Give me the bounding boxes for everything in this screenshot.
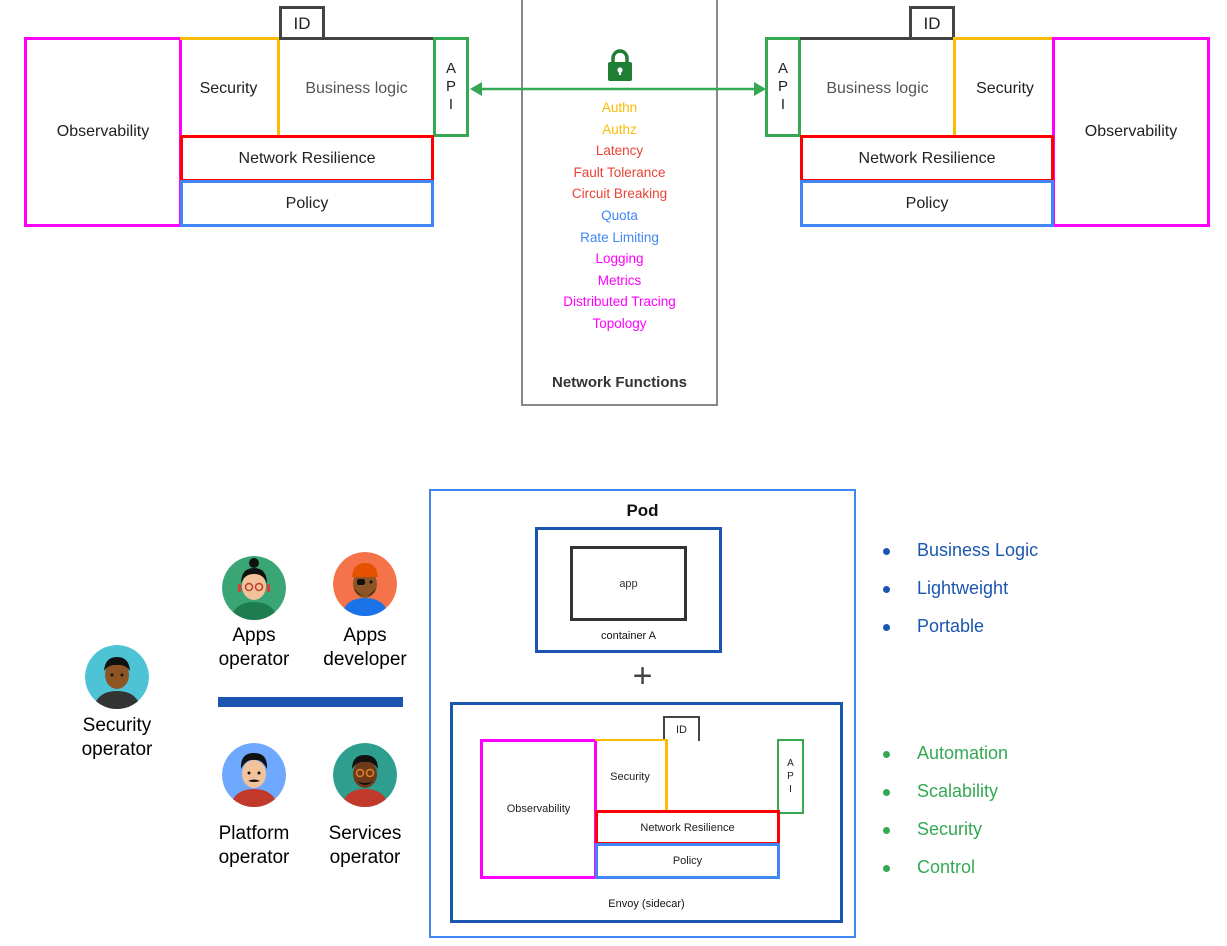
- network-functions-title: Network Functions: [551, 374, 687, 391]
- nf-item-authn: Authn: [601, 100, 638, 115]
- left-observability-box: Observability: [24, 37, 182, 227]
- right-observability-box: Observability: [1052, 37, 1210, 227]
- left-business-logic-box: Business logic: [279, 37, 434, 137]
- right-id-tag: ID: [909, 6, 955, 38]
- sidecar-security-box: Security: [595, 739, 668, 812]
- left-policy-box: Policy: [180, 180, 434, 227]
- left-security-box: Security: [180, 37, 280, 137]
- right-security-box: Security: [953, 37, 1054, 137]
- pod-box: Pod app container A + ID Observability S…: [429, 489, 856, 938]
- nf-item-authz: Authz: [602, 121, 637, 137]
- container-a-box: app container A: [535, 527, 722, 653]
- pod-title: Pod: [626, 501, 659, 520]
- sidecar-policy-box: Policy: [595, 843, 780, 879]
- right-business-logic-box: Business logic: [800, 37, 955, 137]
- nf-item-circuit-breaking: Circuit Breaking: [571, 186, 668, 202]
- nf-item-latency: Latency: [595, 143, 644, 159]
- envoy-sidecar-box: ID Observability Security A P I Network …: [450, 702, 843, 923]
- network-function-list: Authn Authz Latency Fault Tolerance Circ…: [523, 97, 716, 335]
- right-network-resilience-box: Network Resilience: [800, 135, 1054, 182]
- nf-item-fault-tolerance: Fault Tolerance: [573, 164, 666, 180]
- lock-icon: [608, 49, 632, 81]
- sidecar-id-tag: ID: [663, 716, 700, 741]
- sidecar-label: Envoy (sidecar): [608, 898, 685, 910]
- services-operator-avatar: [333, 743, 397, 807]
- security-operator-avatar: [85, 645, 149, 709]
- nf-item-metrics: Metrics: [597, 272, 642, 288]
- operators-divider: [218, 697, 403, 707]
- apps-developer-avatar: [333, 552, 397, 616]
- nf-item-quota: Quota: [601, 207, 638, 223]
- services-operator-label: Services operator: [328, 823, 402, 868]
- platform-operator-avatar: [222, 743, 286, 807]
- nf-item-topology: Topology: [592, 315, 647, 331]
- apps-operator-avatar: [222, 556, 286, 620]
- platform-operator-label: Platform operator: [218, 823, 290, 868]
- security-operator-label: Security operator: [81, 715, 153, 760]
- nf-item-logging: Logging: [595, 251, 644, 267]
- nf-item-rate-limiting: Rate Limiting: [580, 229, 659, 245]
- right-policy-box: Policy: [800, 180, 1054, 227]
- right-api-box: A P I: [765, 37, 801, 137]
- left-network-resilience-box: Network Resilience: [180, 135, 434, 182]
- container-a-label: container A: [600, 630, 657, 642]
- apps-developer-label: Apps developer: [323, 625, 407, 670]
- plus-sign: +: [632, 657, 653, 695]
- app-box: app: [570, 546, 687, 621]
- network-functions-panel: Authn Authz Latency Fault Tolerance Circ…: [521, 0, 718, 406]
- sidecar-api-box: A P I: [777, 739, 804, 814]
- sidecar-network-resilience-box: Network Resilience: [595, 810, 780, 845]
- service-link-arrow: [470, 82, 766, 96]
- sidecar-observability-box: Observability: [480, 739, 597, 879]
- left-id-tag: ID: [279, 6, 325, 38]
- nf-item-distributed-tracing: Distributed Tracing: [563, 294, 676, 310]
- left-api-box: A P I: [433, 37, 469, 137]
- apps-operator-label: Apps operator: [218, 625, 290, 670]
